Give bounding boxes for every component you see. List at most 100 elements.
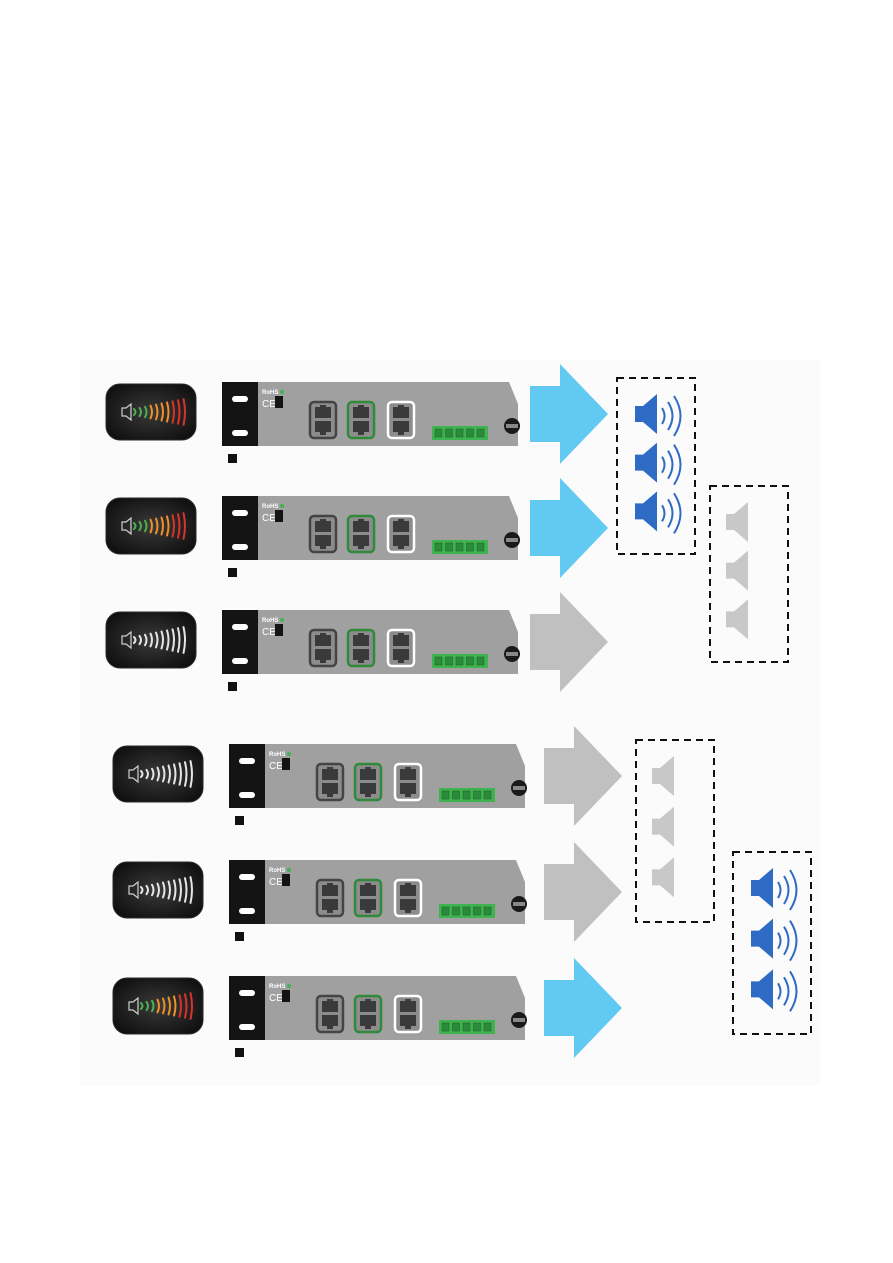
rj45-jack [315, 635, 331, 646]
terminal-screw [442, 907, 449, 915]
rj45-tab [327, 883, 333, 886]
signal-arrow-active [544, 958, 622, 1058]
sound-wave [674, 445, 681, 485]
rj45-jack [322, 1001, 338, 1012]
signal-arrow-idle [530, 592, 608, 692]
rohs-mark: RoHS [262, 504, 278, 510]
rj45-jack [315, 521, 331, 532]
rj45-tab [405, 999, 411, 1002]
rj45-jack [353, 421, 369, 432]
rj45-tab [365, 999, 371, 1002]
speaker-group [733, 852, 811, 1034]
rj45-jack [322, 885, 338, 896]
amplifier-unit: RoHSCE [106, 364, 608, 464]
rj45-tab [398, 660, 404, 663]
unit-marker-square [228, 454, 237, 463]
rj45-tab [327, 1026, 333, 1029]
terminal-screw [467, 543, 474, 551]
unit-marker-square [235, 1048, 244, 1057]
rj45-jack [360, 1001, 376, 1012]
terminal-screw [435, 543, 442, 551]
rj45-jack [360, 899, 376, 910]
rj45-jack [360, 885, 376, 896]
speaker-active-icon [751, 868, 773, 908]
rj45-jack [360, 783, 376, 794]
recycle-icon [287, 868, 291, 872]
sound-wave [662, 408, 665, 424]
rj45-jack [353, 535, 369, 546]
rack-ear-slot [239, 758, 255, 764]
ce-mark: CE [262, 627, 276, 638]
terminal-screw [474, 791, 481, 799]
speaker-group [710, 486, 788, 662]
rack-ear [229, 744, 265, 808]
rj45-tab [320, 519, 326, 522]
knob-marker [513, 902, 525, 906]
knob-marker [513, 1018, 525, 1022]
knob-marker [506, 424, 518, 428]
rj45-tab [358, 405, 364, 408]
terminal-screw [467, 429, 474, 437]
ce-mark: CE [269, 877, 283, 888]
rohs-mark: RoHS [262, 390, 278, 396]
speaker-idle-icon [726, 599, 748, 639]
terminal-screw [446, 429, 453, 437]
rj45-tab [398, 405, 404, 408]
rj45-tab [358, 660, 364, 663]
sound-wave [784, 977, 789, 1005]
rj45-tab [327, 794, 333, 797]
rj45-jack [353, 649, 369, 660]
speaker-idle-icon [652, 756, 674, 796]
rack-ear-slot [232, 544, 248, 550]
rj45-jack [315, 649, 331, 660]
terminal-screw [453, 907, 460, 915]
rj45-tab [405, 794, 411, 797]
rj45-tab [320, 660, 326, 663]
terminal-screw [453, 791, 460, 799]
rj45-jack [393, 521, 409, 532]
terminal-screw [435, 657, 442, 665]
terminal-screw [484, 1023, 491, 1031]
rj45-jack [393, 407, 409, 418]
sound-wave [668, 451, 673, 479]
rj45-tab [365, 767, 371, 770]
rj45-tab [320, 546, 326, 549]
rohs-mark: RoHS [269, 984, 285, 990]
bin-icon [282, 874, 290, 886]
rack-ear [222, 496, 258, 560]
rack-ear [229, 860, 265, 924]
terminal-screw [442, 1023, 449, 1031]
terminal-screw [463, 791, 470, 799]
unit-marker-square [228, 682, 237, 691]
sound-wave [790, 870, 797, 910]
rj45-jack [400, 1001, 416, 1012]
amplifier-unit: RoHSCE [106, 478, 608, 578]
rj45-jack [360, 769, 376, 780]
rack-ear-slot [239, 1024, 255, 1030]
unit-marker-square [228, 568, 237, 577]
knob-marker [513, 786, 525, 790]
rj45-jack [315, 421, 331, 432]
rj45-jack [400, 769, 416, 780]
speaker-idle-icon [652, 857, 674, 897]
rj45-jack [353, 407, 369, 418]
rack-ear-slot [239, 874, 255, 880]
signal-arrow-idle [544, 726, 622, 826]
rack-ear-slot [232, 658, 248, 664]
rj45-jack [315, 407, 331, 418]
speaker-group-frame [710, 486, 788, 662]
rj45-tab [365, 910, 371, 913]
terminal-screw [477, 429, 484, 437]
recycle-icon [280, 618, 284, 622]
rj45-jack [400, 1015, 416, 1026]
sound-wave [662, 457, 665, 473]
rj45-tab [327, 999, 333, 1002]
sound-wave [662, 505, 665, 521]
rj45-tab [405, 883, 411, 886]
rack-ear-slot [239, 792, 255, 798]
rj45-jack [322, 769, 338, 780]
rj45-jack [400, 885, 416, 896]
rack-ear-slot [232, 624, 248, 630]
